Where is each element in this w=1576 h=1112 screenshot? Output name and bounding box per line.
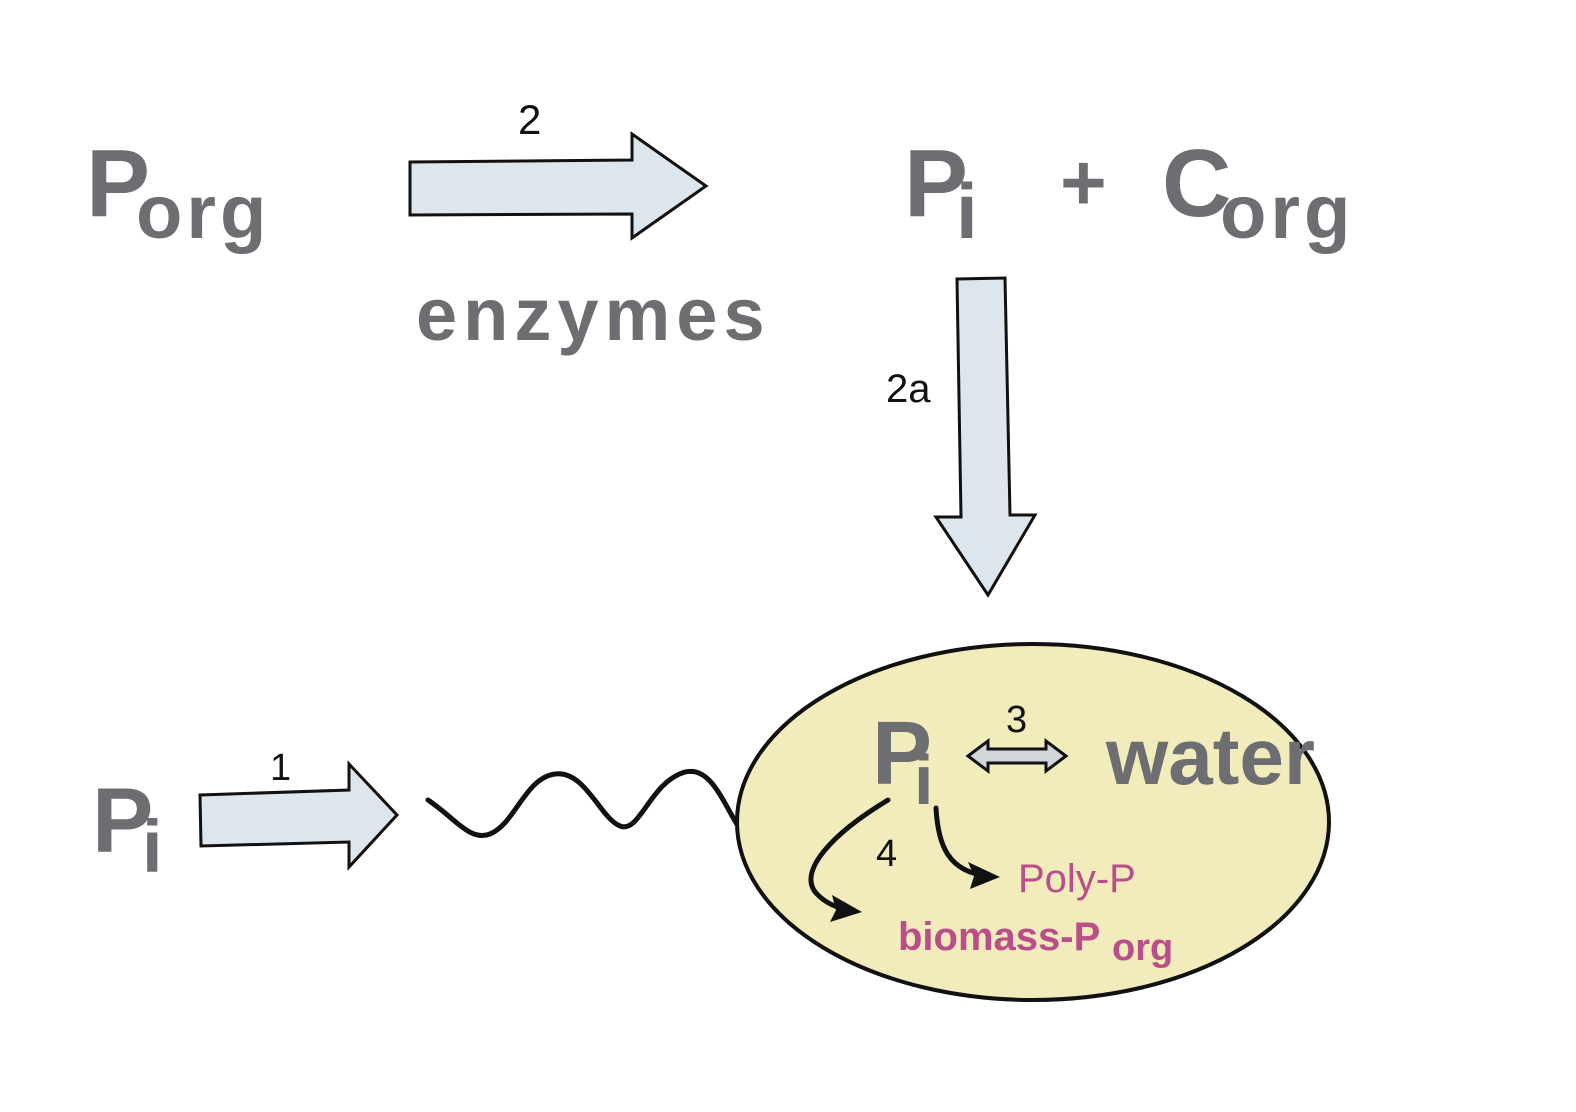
pi-uptake-label: P i — [92, 770, 163, 888]
arrow-1-number: 1 — [270, 747, 291, 789]
arrowhead-polyp — [968, 862, 1000, 889]
pi-cell-label: P i — [872, 704, 933, 819]
arrowhead-biomass — [830, 895, 862, 922]
biomass-porg-label: biomass-P org — [898, 915, 1173, 969]
arrow-3-number: 3 — [1006, 699, 1027, 741]
arrow-2-right-arrow — [408, 131, 709, 241]
pi-cell-base: P — [872, 704, 932, 804]
exchange-double-arrow — [965, 738, 1069, 774]
pi-product-base: P — [904, 130, 968, 237]
arrow-2-number: 2 — [518, 96, 541, 143]
enzymes-label: enzymes — [416, 273, 771, 356]
arrow-2a-down-arrow — [933, 276, 1038, 598]
pi-uptake-base: P — [92, 770, 153, 872]
corg-subscript: org — [1220, 170, 1354, 255]
bacterial-cell — [735, 642, 1331, 1002]
pi-uptake-subscript: i — [142, 805, 163, 888]
pi-cell-subscript: i — [914, 741, 933, 819]
porg-subscript: org — [136, 170, 270, 255]
water-label: water — [1105, 712, 1315, 801]
arrow-1-right-arrow — [198, 760, 400, 871]
porg-base: P — [86, 130, 150, 237]
flagellum-wave — [425, 768, 741, 838]
biomass-subscript: org — [1112, 927, 1173, 969]
arrow-4-number: 4 — [876, 833, 897, 875]
corg-label: C org — [1162, 130, 1354, 255]
corg-base: C — [1162, 130, 1231, 237]
arrow-2a-number: 2a — [886, 367, 931, 411]
polyp-label: Poly-P — [1018, 857, 1136, 901]
biomass-base: biomass-P — [898, 915, 1100, 959]
plus-sign: + — [1060, 138, 1107, 227]
porg-label: P org — [86, 130, 270, 255]
pi-product-subscript: i — [956, 167, 978, 255]
pi-product-label: P i — [904, 130, 978, 255]
